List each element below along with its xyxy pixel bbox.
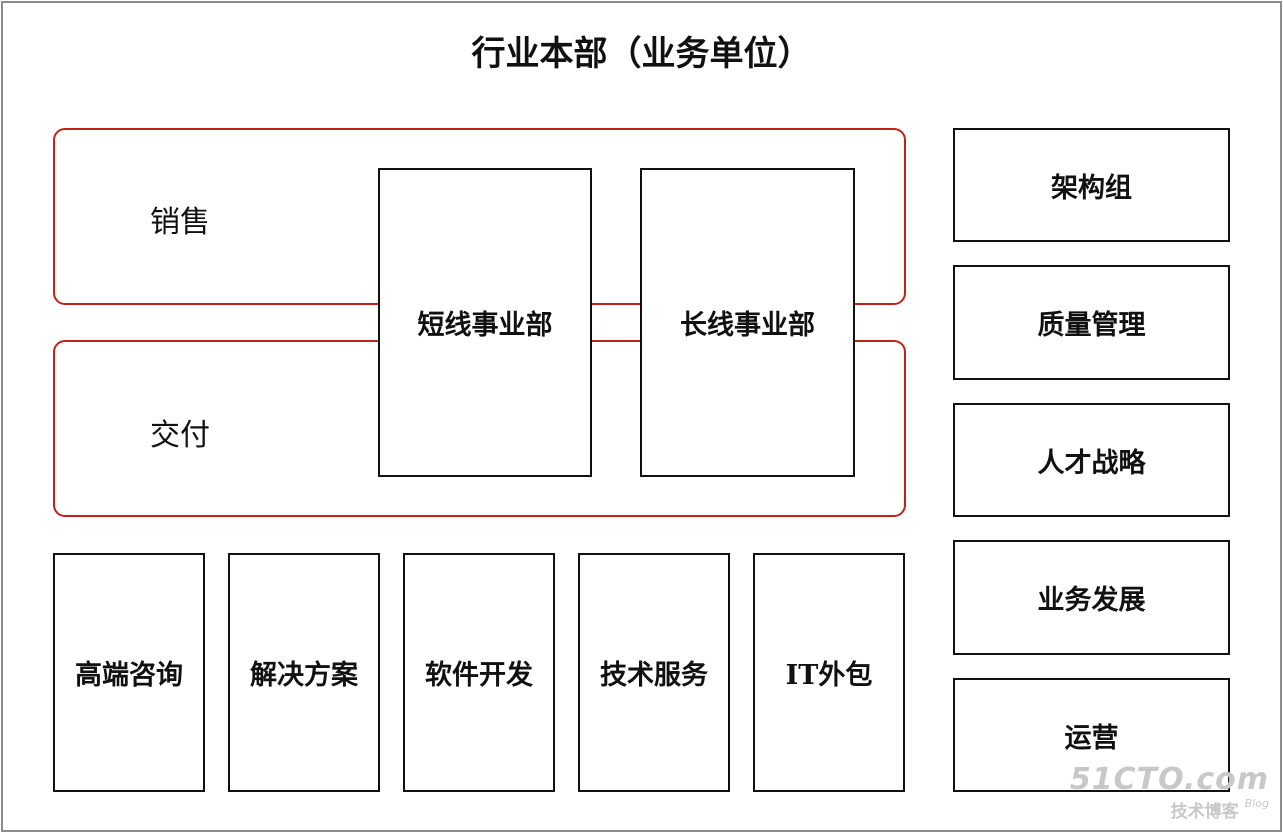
- business-line-consulting: 高端咨询: [53, 553, 205, 792]
- business-line-solutions: 解决方案: [228, 553, 380, 792]
- watermark: 51CTO.com 技术博客 Blog: [1070, 762, 1269, 822]
- watermark-tag: Blog: [1244, 797, 1269, 810]
- function-biz-dev: 业务发展: [953, 540, 1230, 655]
- band-sales-label: 销售: [150, 205, 210, 240]
- function-operations: 运营: [953, 678, 1230, 792]
- business-line-tech-service: 技术服务: [578, 553, 730, 792]
- watermark-sub: 技术博客: [1170, 802, 1239, 822]
- function-quality: 质量管理: [953, 265, 1230, 380]
- diagram-title: 行业本部（业务单位）: [471, 34, 812, 74]
- function-talent: 人才战略: [953, 403, 1230, 517]
- watermark-main: 51CTO.com: [1069, 762, 1269, 797]
- division-short-term: 短线事业部: [378, 168, 592, 477]
- division-long-term: 长线事业部: [640, 168, 855, 477]
- band-delivery-label: 交付: [150, 418, 210, 453]
- business-line-it-outsourcing: IT外包: [753, 553, 905, 792]
- function-architecture: 架构组: [953, 128, 1230, 242]
- business-line-software: 软件开发: [403, 553, 555, 792]
